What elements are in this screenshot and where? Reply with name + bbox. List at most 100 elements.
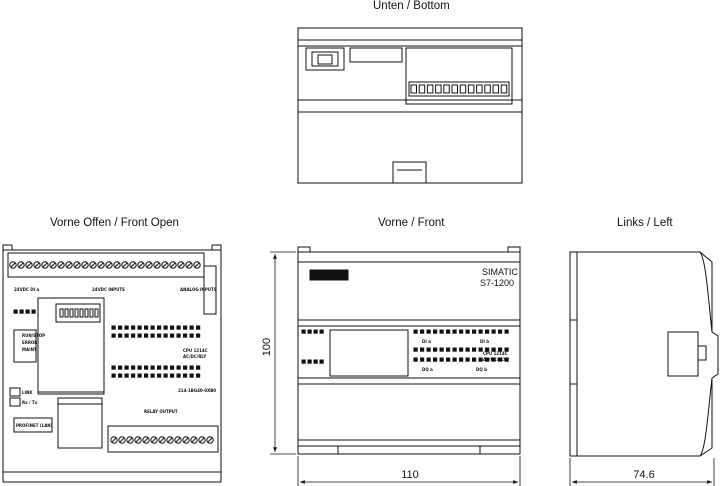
bottom-view (297, 27, 523, 184)
status-led (459, 329, 464, 334)
width-dimension-value: 110 (401, 469, 419, 481)
status-led (150, 365, 155, 370)
screw-slot (138, 262, 144, 268)
screw-slot (82, 262, 88, 268)
status-led (459, 357, 464, 362)
card-pin (94, 308, 99, 318)
fo-label-relay: RELAY OUTPUT (144, 409, 178, 414)
status-led (413, 347, 418, 352)
terminal-screw-icon (193, 261, 201, 269)
screw-slot (162, 262, 168, 268)
fo-label-error: ERROR (22, 340, 37, 345)
status-led (118, 365, 123, 370)
terminal-screw-icon (121, 261, 129, 269)
fo-label-inputs: 24VDC INPUTS (92, 287, 125, 292)
terminal-slot (410, 84, 417, 94)
screw-slot (34, 262, 40, 268)
terminal-screw-icon (158, 436, 166, 444)
terminal-slot (443, 84, 450, 94)
status-led (485, 329, 490, 334)
label-slot (349, 47, 403, 63)
screw-slot (18, 262, 24, 268)
status-led (176, 373, 181, 378)
terminal-screw-icon (118, 436, 126, 444)
width-dimension (297, 456, 521, 486)
status-led (176, 365, 181, 370)
card-pin (79, 308, 84, 318)
status-led (439, 329, 444, 334)
status-led (111, 373, 116, 378)
terminal-screw-icon (105, 261, 113, 269)
status-led (144, 333, 149, 338)
status-led (183, 333, 188, 338)
terminal-slot (459, 84, 467, 94)
terminal-slot (451, 84, 458, 94)
screw-slot (143, 437, 149, 443)
status-led (433, 329, 438, 334)
terminal-screw-icon (169, 261, 177, 269)
status-led (157, 333, 162, 338)
terminal-slot (500, 84, 508, 94)
status-led (196, 325, 201, 330)
card-pin (89, 308, 94, 318)
fo-label-rx-tx: Rx / Tx (22, 400, 38, 405)
screw-slot (58, 262, 64, 268)
terminal-screw-icon (110, 436, 118, 444)
status-led (465, 357, 470, 362)
status-led (150, 325, 155, 330)
status-led (137, 365, 142, 370)
status-led (491, 357, 496, 362)
siemens-logo: SIEMENS (312, 273, 342, 280)
status-led (452, 357, 457, 362)
status-led (150, 373, 155, 378)
status-led (319, 359, 324, 364)
card-pin (69, 308, 74, 318)
terminal-screw-icon (198, 436, 206, 444)
status-led (446, 357, 451, 362)
terminal-slot (426, 84, 434, 94)
terminal-screw-icon (177, 261, 185, 269)
terminal-screw-icon (81, 261, 89, 269)
terminal-screw-icon (41, 261, 49, 269)
front-open-view-title: Vorne Offen / Front Open (50, 217, 179, 229)
siemens-logo-plate (309, 269, 349, 281)
status-led (111, 325, 116, 330)
fo-label-link: LINK (22, 390, 33, 395)
s7-1200-label: S7-1200 (480, 278, 514, 288)
screw-slot (50, 262, 56, 268)
status-led (189, 325, 194, 330)
status-led (426, 347, 431, 352)
status-led (413, 357, 418, 362)
status-led (426, 329, 431, 334)
status-led (183, 373, 188, 378)
terminal-screw-icon (25, 261, 33, 269)
status-led (491, 329, 496, 334)
screw-slot (122, 262, 128, 268)
screw-slot (10, 262, 16, 268)
status-led (498, 329, 503, 334)
status-led (124, 373, 129, 378)
front-open-top-terminals (7, 252, 205, 278)
status-led (144, 325, 149, 330)
status-led (144, 373, 149, 378)
status-led (163, 365, 168, 370)
status-led (183, 365, 188, 370)
status-led (170, 373, 175, 378)
fo-label-analog: ANALOG INPUTS (180, 287, 217, 292)
fo-label-run-stop: RUN/STOP (22, 333, 45, 338)
left-view-outline (569, 251, 719, 457)
screw-slot (98, 262, 104, 268)
screw-slot (175, 437, 181, 443)
terminal-screw-icon (137, 261, 145, 269)
status-led (131, 365, 136, 370)
terminal-screw-icon (126, 436, 134, 444)
status-led (111, 365, 116, 370)
status-led (31, 309, 36, 314)
terminal-screw-icon (9, 261, 17, 269)
status-led (157, 365, 162, 370)
status-led (420, 347, 425, 352)
status-led (420, 357, 425, 362)
status-led (485, 357, 490, 362)
front-cpu-label: CPU 1214C (483, 351, 508, 356)
fo-label-profinet: PROFINET (LAN) (16, 423, 53, 428)
